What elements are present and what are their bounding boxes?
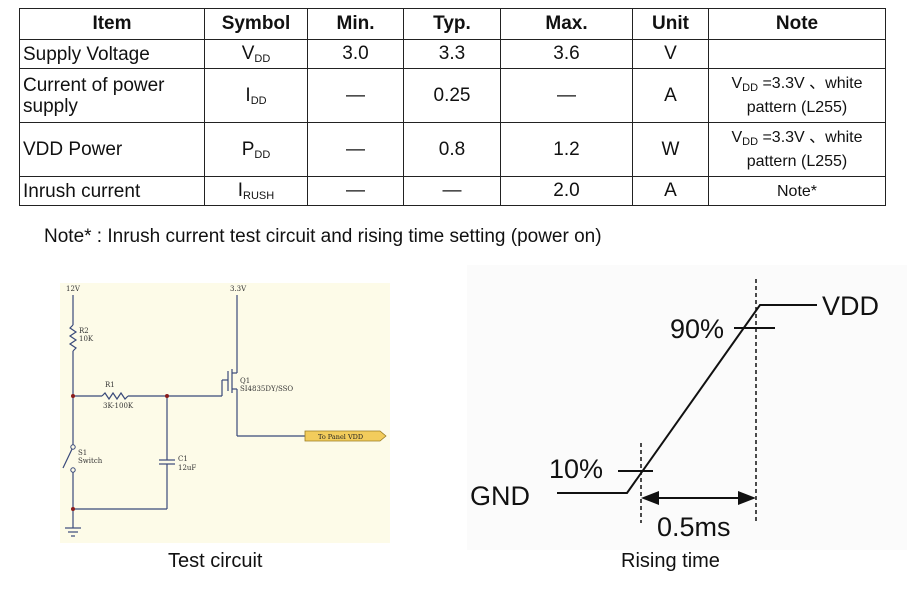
symbol-sub: DD xyxy=(254,148,271,161)
cell-item: Supply Voltage xyxy=(19,39,205,69)
c1-name: C1 xyxy=(178,455,188,463)
symbol-sub: DD xyxy=(254,53,271,65)
cell-note xyxy=(708,39,886,69)
table-row: Inrush current IRUSH — — 2.0 A Note* xyxy=(19,176,886,206)
label-gnd: GND xyxy=(470,481,530,511)
label-90-percent: 90% xyxy=(670,314,724,344)
rising-time-diagram: VDD 90% 10% GND 0.5ms xyxy=(467,265,907,550)
cell-max: — xyxy=(500,68,633,123)
note-condition: =3.3V 、white xyxy=(758,75,863,92)
r1-name: R1 xyxy=(105,381,115,389)
label-12v: 12V xyxy=(66,285,81,293)
inrush-note: Note* : Inrush current test circuit and … xyxy=(44,226,602,247)
cell-unit: W xyxy=(632,122,709,177)
switch-lever xyxy=(62,446,74,469)
output-label: To Panel VDD xyxy=(318,433,363,441)
header-unit: Unit xyxy=(632,8,709,40)
voltage-ramp-line xyxy=(557,304,817,494)
c1-value: 12uF xyxy=(178,464,196,472)
s1-value: Switch xyxy=(78,457,103,465)
note-symbol: V xyxy=(731,129,743,146)
cell-item: VDD Power xyxy=(19,122,205,177)
note-condition: =3.3V 、white xyxy=(758,129,863,146)
cell-symbol: VDD xyxy=(204,39,308,69)
cell-typ: 0.8 xyxy=(403,122,501,177)
cell-symbol: IDD xyxy=(204,68,308,123)
cell-symbol: IRUSH xyxy=(204,176,308,206)
r2-value: 10K xyxy=(79,335,94,343)
arrow-left-icon xyxy=(641,491,659,505)
spec-table: Item Symbol Min. Typ. Max. Unit Note Sup… xyxy=(19,8,886,206)
s1-name: S1 xyxy=(78,449,87,457)
cell-item: Inrush current xyxy=(19,176,205,206)
symbol-main: I xyxy=(245,84,251,106)
cell-symbol: PDD xyxy=(204,122,308,177)
note-symbol-sub: DD xyxy=(742,82,759,94)
note-symbol-sub: DD xyxy=(742,136,759,148)
switch-contact xyxy=(70,444,76,450)
header-note: Note xyxy=(708,8,886,40)
note-symbol: V xyxy=(731,75,743,92)
cell-max: 2.0 xyxy=(500,176,633,206)
table-row: VDD Power PDD — 0.8 1.2 W VDD =3.3V 、whi… xyxy=(19,122,886,177)
cell-typ: — xyxy=(403,176,501,206)
cell-min: — xyxy=(307,122,404,177)
note-line-1: VDD =3.3V 、white xyxy=(713,74,881,98)
cell-typ: 3.3 xyxy=(403,39,501,69)
note-line-1: VDD =3.3V 、white xyxy=(713,128,881,152)
label-rise-time: 0.5ms xyxy=(657,512,731,542)
header-symbol: Symbol xyxy=(204,8,308,40)
table-row: Current of power supply IDD — 0.25 — A V… xyxy=(19,68,886,123)
test-circuit-diagram: 12V 3.3V R2 10K R1 3K-100K Q1 SI4835DY/S… xyxy=(60,283,390,543)
q1-name: Q1 xyxy=(240,377,250,385)
symbol-main: V xyxy=(241,43,255,64)
cell-unit: A xyxy=(632,176,709,206)
note-line-2: pattern (L255) xyxy=(746,99,848,116)
symbol-sub: DD xyxy=(250,94,267,107)
resistor-r1-symbol xyxy=(101,391,129,401)
header-typ: Typ. xyxy=(403,8,501,40)
cell-min: — xyxy=(307,68,404,123)
label-10-percent: 10% xyxy=(549,454,603,484)
header-item: Item xyxy=(19,8,205,40)
r2-name: R2 xyxy=(79,327,89,335)
symbol-main: P xyxy=(241,138,255,160)
symbol-main: I xyxy=(237,180,244,201)
caption-rising-time: Rising time xyxy=(621,550,720,572)
cell-min: 3.0 xyxy=(307,39,404,69)
cell-max: 1.2 xyxy=(500,122,633,177)
table-row: Supply Voltage VDD 3.0 3.3 3.6 V xyxy=(19,39,886,69)
arrow-right-icon xyxy=(738,491,756,505)
test-circuit-svg: 12V 3.3V R2 10K R1 3K-100K Q1 SI4835DY/S… xyxy=(62,285,387,537)
note-line-2: pattern (L255) xyxy=(746,153,848,170)
junction-dot xyxy=(71,394,75,398)
table-header-row: Item Symbol Min. Typ. Max. Unit Note xyxy=(19,8,886,40)
rising-time-svg: VDD 90% 10% GND 0.5ms xyxy=(470,279,879,542)
cell-max: 3.6 xyxy=(500,39,633,69)
label-vdd: VDD xyxy=(822,291,879,321)
cell-item: Current of power supply xyxy=(19,68,205,123)
r1-value: 3K-100K xyxy=(103,402,134,410)
caption-test-circuit: Test circuit xyxy=(168,550,263,572)
label-3v3: 3.3V xyxy=(230,285,247,293)
cell-min: — xyxy=(307,176,404,206)
cell-typ: 0.25 xyxy=(403,68,501,123)
cell-note: Note* xyxy=(708,176,886,206)
q1-part: SI4835DY/SSO xyxy=(240,385,293,393)
header-min: Min. xyxy=(307,8,404,40)
header-max: Max. xyxy=(500,8,633,40)
junction-dot xyxy=(71,507,75,511)
symbol-sub: RUSH xyxy=(243,190,275,202)
resistor-r2-symbol xyxy=(68,324,78,352)
cell-unit: A xyxy=(632,68,709,123)
junction-dot xyxy=(165,394,169,398)
output-port-tag xyxy=(304,430,387,442)
cell-unit: V xyxy=(632,39,709,69)
switch-contact xyxy=(70,467,76,473)
